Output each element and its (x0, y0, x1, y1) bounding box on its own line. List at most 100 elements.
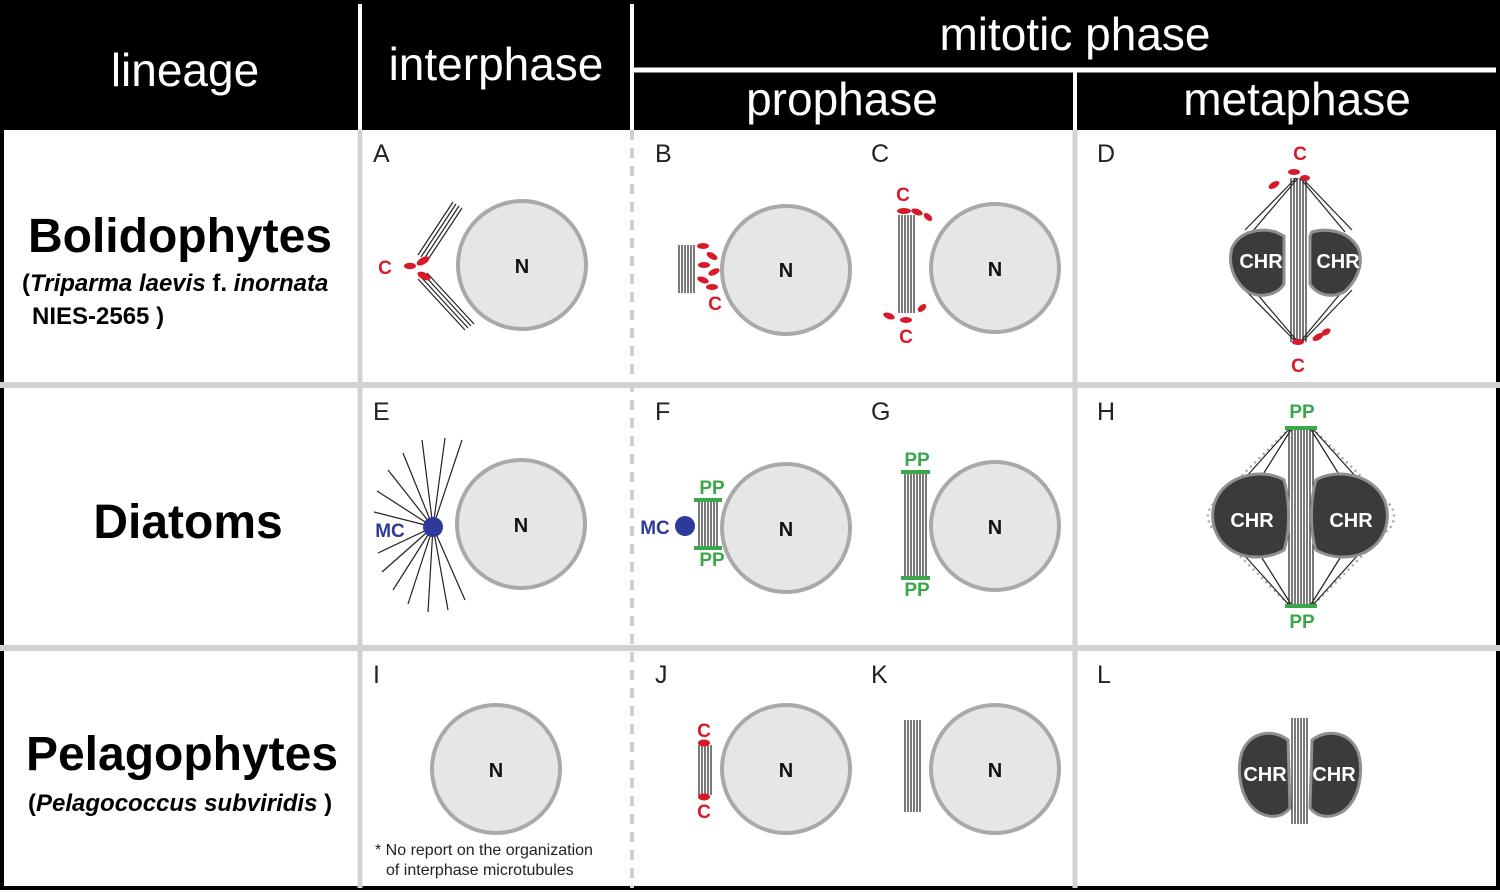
panel-k: N (904, 703, 1061, 835)
header-background (0, 0, 1500, 130)
centriole-label: C (708, 294, 722, 315)
header-lineage: lineage (111, 44, 259, 96)
species-name: (Pelagococcus subviridis ) (28, 790, 332, 817)
spindle-fibers (1244, 177, 1353, 343)
centriole-top (698, 739, 710, 747)
panel-label-f: F (655, 398, 670, 426)
lineage-name: Bolidophytes (28, 210, 332, 263)
panel-label-b: B (655, 140, 672, 168)
chromosome-right (1310, 472, 1389, 559)
panel-label-k: K (871, 661, 888, 689)
nucleus (455, 458, 587, 590)
panel-e: N MC (373, 437, 587, 613)
nucleus-label: N (988, 517, 1002, 539)
nucleus (929, 202, 1061, 334)
polar-plate-label-top: PP (1289, 402, 1315, 423)
mtoc-label: MC (375, 521, 405, 542)
nucleus (456, 199, 588, 331)
lineage-bolidophytes: Bolidophytes (Triparma laevis f. inornat… (22, 210, 332, 330)
panel-label-i: I (373, 661, 380, 689)
nucleus-label: N (779, 519, 793, 541)
header-prophase: prophase (746, 73, 938, 125)
note-line-1: * No report on the organization (375, 842, 593, 859)
panel-b: N C (678, 204, 852, 336)
header: lineage interphase mitotic phase prophas… (0, 0, 1500, 130)
microtubule-bundle (904, 720, 921, 812)
chromosome-left (1229, 228, 1286, 297)
panel-label-d: D (1097, 140, 1115, 168)
panel-label-h: H (1097, 398, 1115, 426)
panel-j: N C C (697, 703, 852, 835)
centrioles-top (897, 208, 933, 221)
header-interphase: interphase (389, 38, 604, 90)
nucleus-label: N (514, 515, 528, 537)
centriole-label-top: C (896, 185, 910, 206)
centriole-label-top: C (1293, 144, 1307, 165)
species-strain: NIES-2565 ) (32, 303, 164, 330)
polar-plate-label-top: PP (904, 450, 930, 471)
mtoc (675, 516, 695, 536)
polar-plate-label-top: PP (699, 478, 725, 499)
panel-l: CHR CHR (1237, 718, 1363, 824)
panel-labels: A B C D E F G H I J K L (373, 140, 1115, 689)
microtubule-bundle (417, 201, 475, 331)
panel-i: N * No report on the organization of int… (375, 703, 593, 879)
chromosome-label-right: CHR (1312, 764, 1356, 786)
centriole-label-bottom: C (899, 327, 913, 348)
panel-label-g: G (871, 398, 890, 426)
centriole-bottom (698, 793, 710, 801)
nucleus (430, 703, 562, 835)
microtubule-bundle (698, 745, 712, 795)
nucleus-label: N (515, 256, 529, 278)
panel-label-j: J (655, 661, 668, 689)
panel-c: N C C (883, 185, 1061, 348)
polar-plate-label-bottom: PP (1289, 612, 1315, 633)
note-line-2: of interphase microtubules (386, 862, 574, 879)
chromosome-left (1237, 731, 1292, 818)
panel-label-a: A (373, 140, 390, 168)
lineage-name: Diatoms (93, 496, 282, 549)
centriole-label-bottom: C (1291, 356, 1305, 377)
nucleus (720, 462, 852, 594)
centriole-label-bottom: C (697, 802, 711, 823)
centrioles-bottom (883, 304, 927, 323)
nucleus-label: N (988, 760, 1002, 782)
panel-h: CHR CHR PP PP (1206, 402, 1396, 633)
nucleus-label: N (779, 260, 793, 282)
centrioles (697, 243, 720, 290)
microtubule-bundle (678, 245, 695, 293)
centriole-label: C (378, 258, 392, 279)
nucleus-label: N (489, 760, 503, 782)
chromosome-label-left: CHR (1239, 251, 1283, 273)
chromosome-right (1308, 228, 1362, 297)
centriole-label-top: C (697, 721, 711, 742)
nucleus (929, 703, 1061, 835)
centrioles-top (1268, 169, 1310, 189)
microtubule-bundle (898, 215, 915, 313)
spindle-microtubules (904, 472, 927, 578)
header-metaphase: metaphase (1183, 73, 1411, 125)
nucleus-label: N (988, 259, 1002, 281)
chromosome-left (1211, 472, 1290, 559)
header-mitotic-phase: mitotic phase (939, 8, 1210, 60)
chromosome-label-left: CHR (1243, 764, 1287, 786)
lineage-pelagophytes: Pelagophytes (Pelagococcus subviridis ) (26, 728, 338, 817)
panel-f: N PP PP MC (640, 462, 852, 594)
spindle-microtubules (698, 500, 718, 548)
spindle-fibers (1244, 427, 1358, 607)
nucleus (929, 460, 1061, 592)
mtoc-label: MC (640, 518, 670, 539)
panel-d: CHR CHR C C (1229, 144, 1362, 377)
radial-microtubules (373, 437, 466, 613)
centrioles-bottom (1292, 328, 1331, 345)
species-name: (Triparma laevis f. inornata (22, 270, 328, 297)
polar-plate-label-bottom: PP (904, 580, 930, 601)
polar-plate-label-bottom: PP (699, 550, 725, 571)
lineage-name: Pelagophytes (26, 728, 338, 781)
nucleus (720, 204, 852, 336)
chromosome-right (1308, 731, 1363, 818)
chromosome-label-right: CHR (1316, 251, 1360, 273)
mtoc (423, 517, 443, 537)
